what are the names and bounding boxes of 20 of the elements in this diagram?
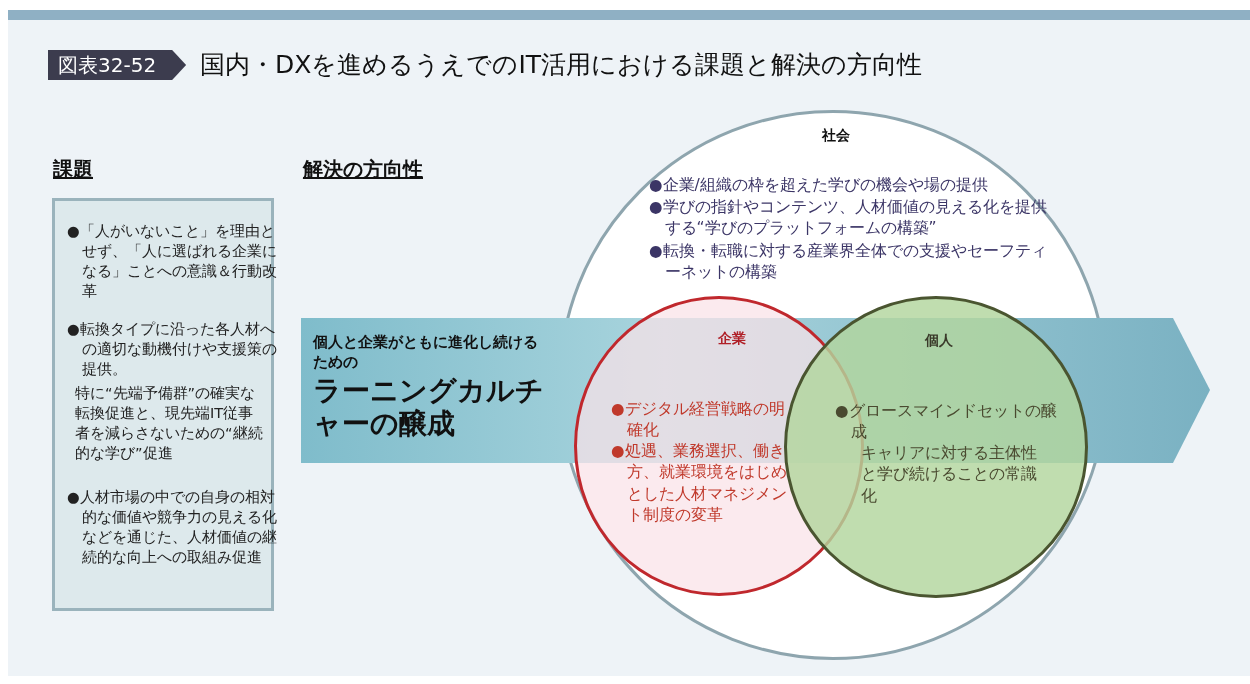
bullet-text: ●デジタル経営戦略の明確化 [611, 399, 786, 442]
circle-heading: 社会 [821, 127, 851, 145]
bullet-text: ●企業/組織の枠を超えた学びの機会や場の提供 [649, 175, 989, 196]
section-heading: 課題 [53, 156, 93, 183]
issue-text: ●人材市場の中での自身の相対的な価値や競争力の見える化などを通じた、人材価値の継続的な向上への取組み促進 [67, 488, 278, 567]
bullet-text: キャリアに対する主体性と学び続けることの常識化 [861, 443, 1038, 507]
circle-heading: 個人 [924, 332, 954, 350]
band-heading: ラーニングカルチャーの醸成 [313, 374, 545, 440]
bullet-text: ●転換・転職に対する産業界全体での支援やセーフティーネットの構築 [649, 241, 1048, 284]
diagram-title: 国内・DXを進めるうえでのIT活用における課題と解決の方向性 [200, 49, 923, 81]
issue-text: ●「人がいないこと」を理由とせず、「人に選ばれる企業になる」ことへの意識＆行動改革 [67, 222, 278, 301]
bullet-text: ●処遇、業務選択、働き方、就業環境をはじめとした人材マネジメント制度の変革 [611, 441, 787, 527]
circle-heading: 企業 [717, 330, 747, 348]
issue-text: 特に“先端予備群”の確実な転換促進と、現先端IT従事者を減らさないための“継続的な学び”促進 [75, 384, 264, 463]
bullet-text: ●グロースマインドセットの醸成 [835, 401, 1058, 444]
section-heading: 解決の方向性 [303, 156, 423, 183]
figure-number-badge: 図表32-52 [48, 50, 187, 80]
issue-text: ●転換タイプに沿った各人材への適切な動機付けや支援策の提供。 [67, 320, 278, 379]
band-subheading: 個人と企業がともに進化し続けるための [313, 333, 539, 372]
bullet-text: ●学びの指針やコンテンツ、人材価値の見える化を提供する“学びのプラットフォームの構築” [649, 197, 1048, 240]
